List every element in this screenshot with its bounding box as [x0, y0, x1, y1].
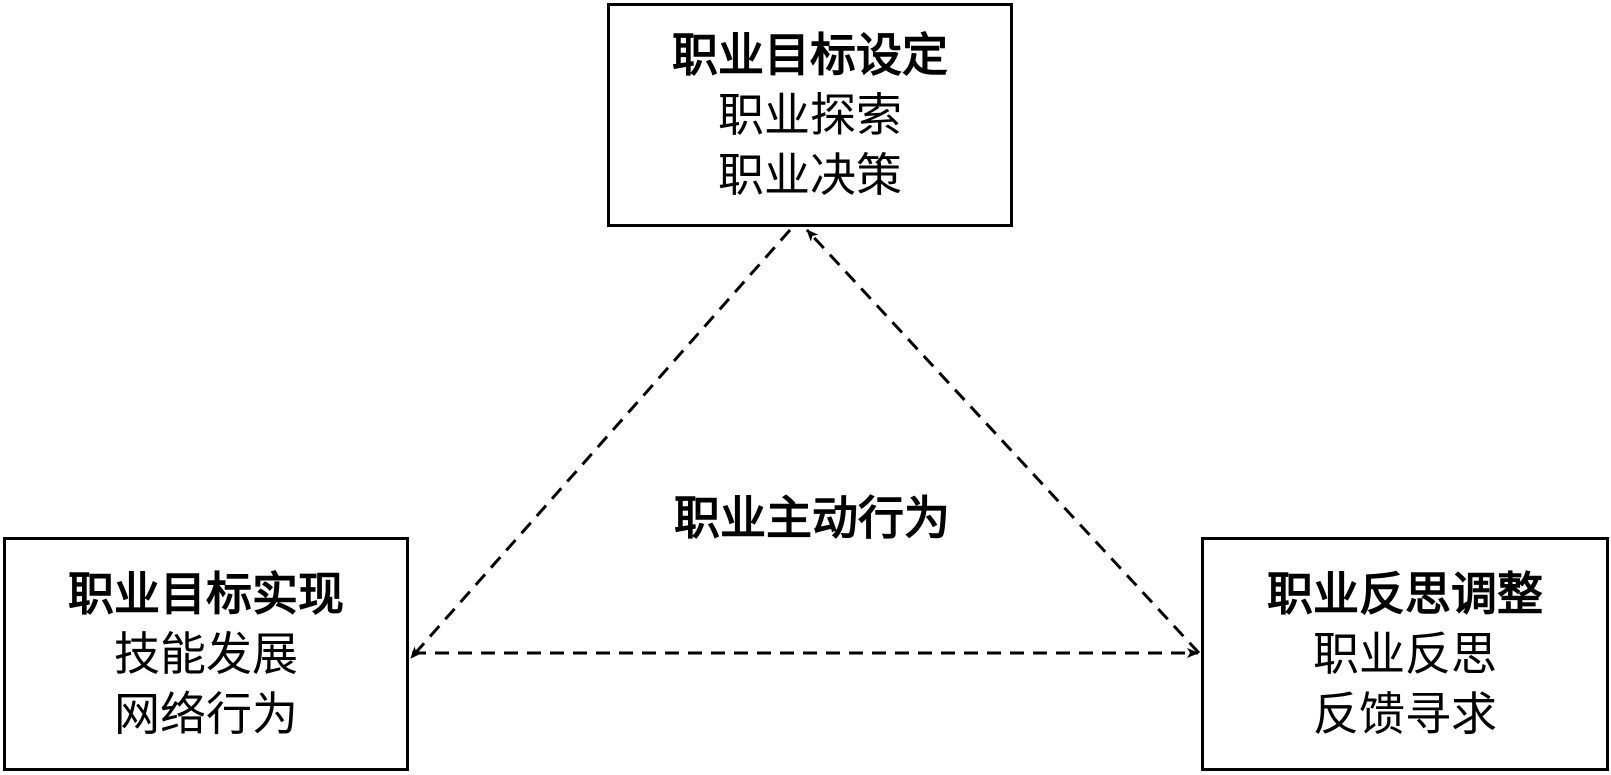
box-item: 职业决策 — [718, 148, 902, 202]
box-title: 职业目标设定 — [672, 28, 948, 82]
box-item: 反馈寻求 — [1313, 687, 1497, 741]
box-item: 职业探索 — [718, 88, 902, 142]
arrow-top-to-left — [409, 229, 792, 659]
arrow-right-to-top — [805, 228, 1201, 655]
box-reflection-adjustment: 职业反思调整 职业反思 反馈寻求 — [1201, 537, 1609, 771]
box-item: 网络行为 — [114, 687, 298, 741]
box-item: 技能发展 — [114, 627, 298, 681]
box-goal-setting: 职业目标设定 职业探索 职业决策 — [607, 3, 1013, 227]
box-title: 职业目标实现 — [68, 567, 344, 621]
box-title: 职业反思调整 — [1267, 567, 1543, 621]
box-goal-realization: 职业目标实现 技能发展 网络行为 — [3, 537, 409, 771]
center-label: 职业主动行为 — [674, 491, 950, 545]
box-item: 职业反思 — [1313, 627, 1497, 681]
